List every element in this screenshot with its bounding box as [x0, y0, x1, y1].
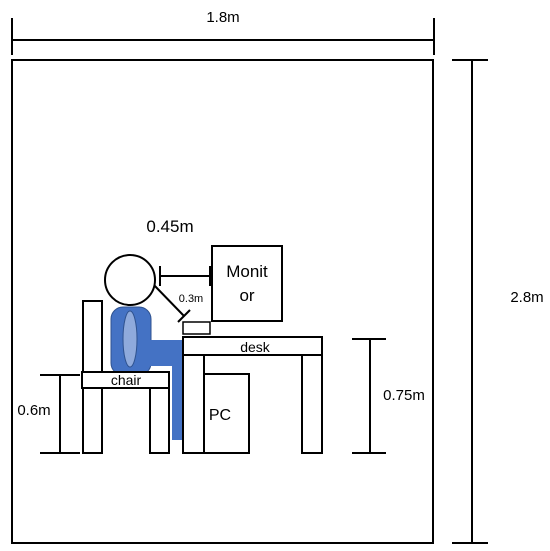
eye-to-monitor-line	[159, 266, 211, 286]
room-width-dimension	[11, 18, 435, 55]
eye-to-desk-label: 0.3m	[179, 293, 203, 305]
monitor-label-line1: Monit	[226, 262, 268, 281]
person-head	[104, 254, 156, 306]
seat-height-label: 0.6m	[17, 402, 50, 419]
chair-seat	[81, 371, 170, 389]
person-stripe	[122, 310, 138, 368]
seat-height-dimension	[40, 374, 80, 454]
pc-tower	[203, 373, 250, 454]
desk-top	[182, 336, 323, 356]
desk-leg-left	[182, 354, 205, 454]
room-height-dimension	[452, 59, 488, 544]
pc-label: PC	[209, 407, 231, 424]
monitor-label-line2: or	[239, 286, 254, 305]
room-outline	[11, 59, 434, 544]
desk-height-dimension	[352, 338, 386, 454]
desk-label: desk	[240, 339, 271, 355]
chair-label: chair	[111, 372, 142, 388]
eye-to-monitor-label: 0.45m	[146, 217, 193, 236]
monitor	[211, 245, 283, 322]
room-width-label: 1.8m	[206, 9, 239, 26]
chair-leg-right	[149, 387, 170, 454]
keyboard	[182, 321, 211, 335]
desk-leg-right	[301, 354, 323, 454]
desk-height-label: 0.75m	[383, 387, 425, 404]
room-height-label: 2.8m	[510, 289, 543, 306]
eye-to-desk-line	[151, 282, 191, 323]
person	[104, 254, 186, 440]
